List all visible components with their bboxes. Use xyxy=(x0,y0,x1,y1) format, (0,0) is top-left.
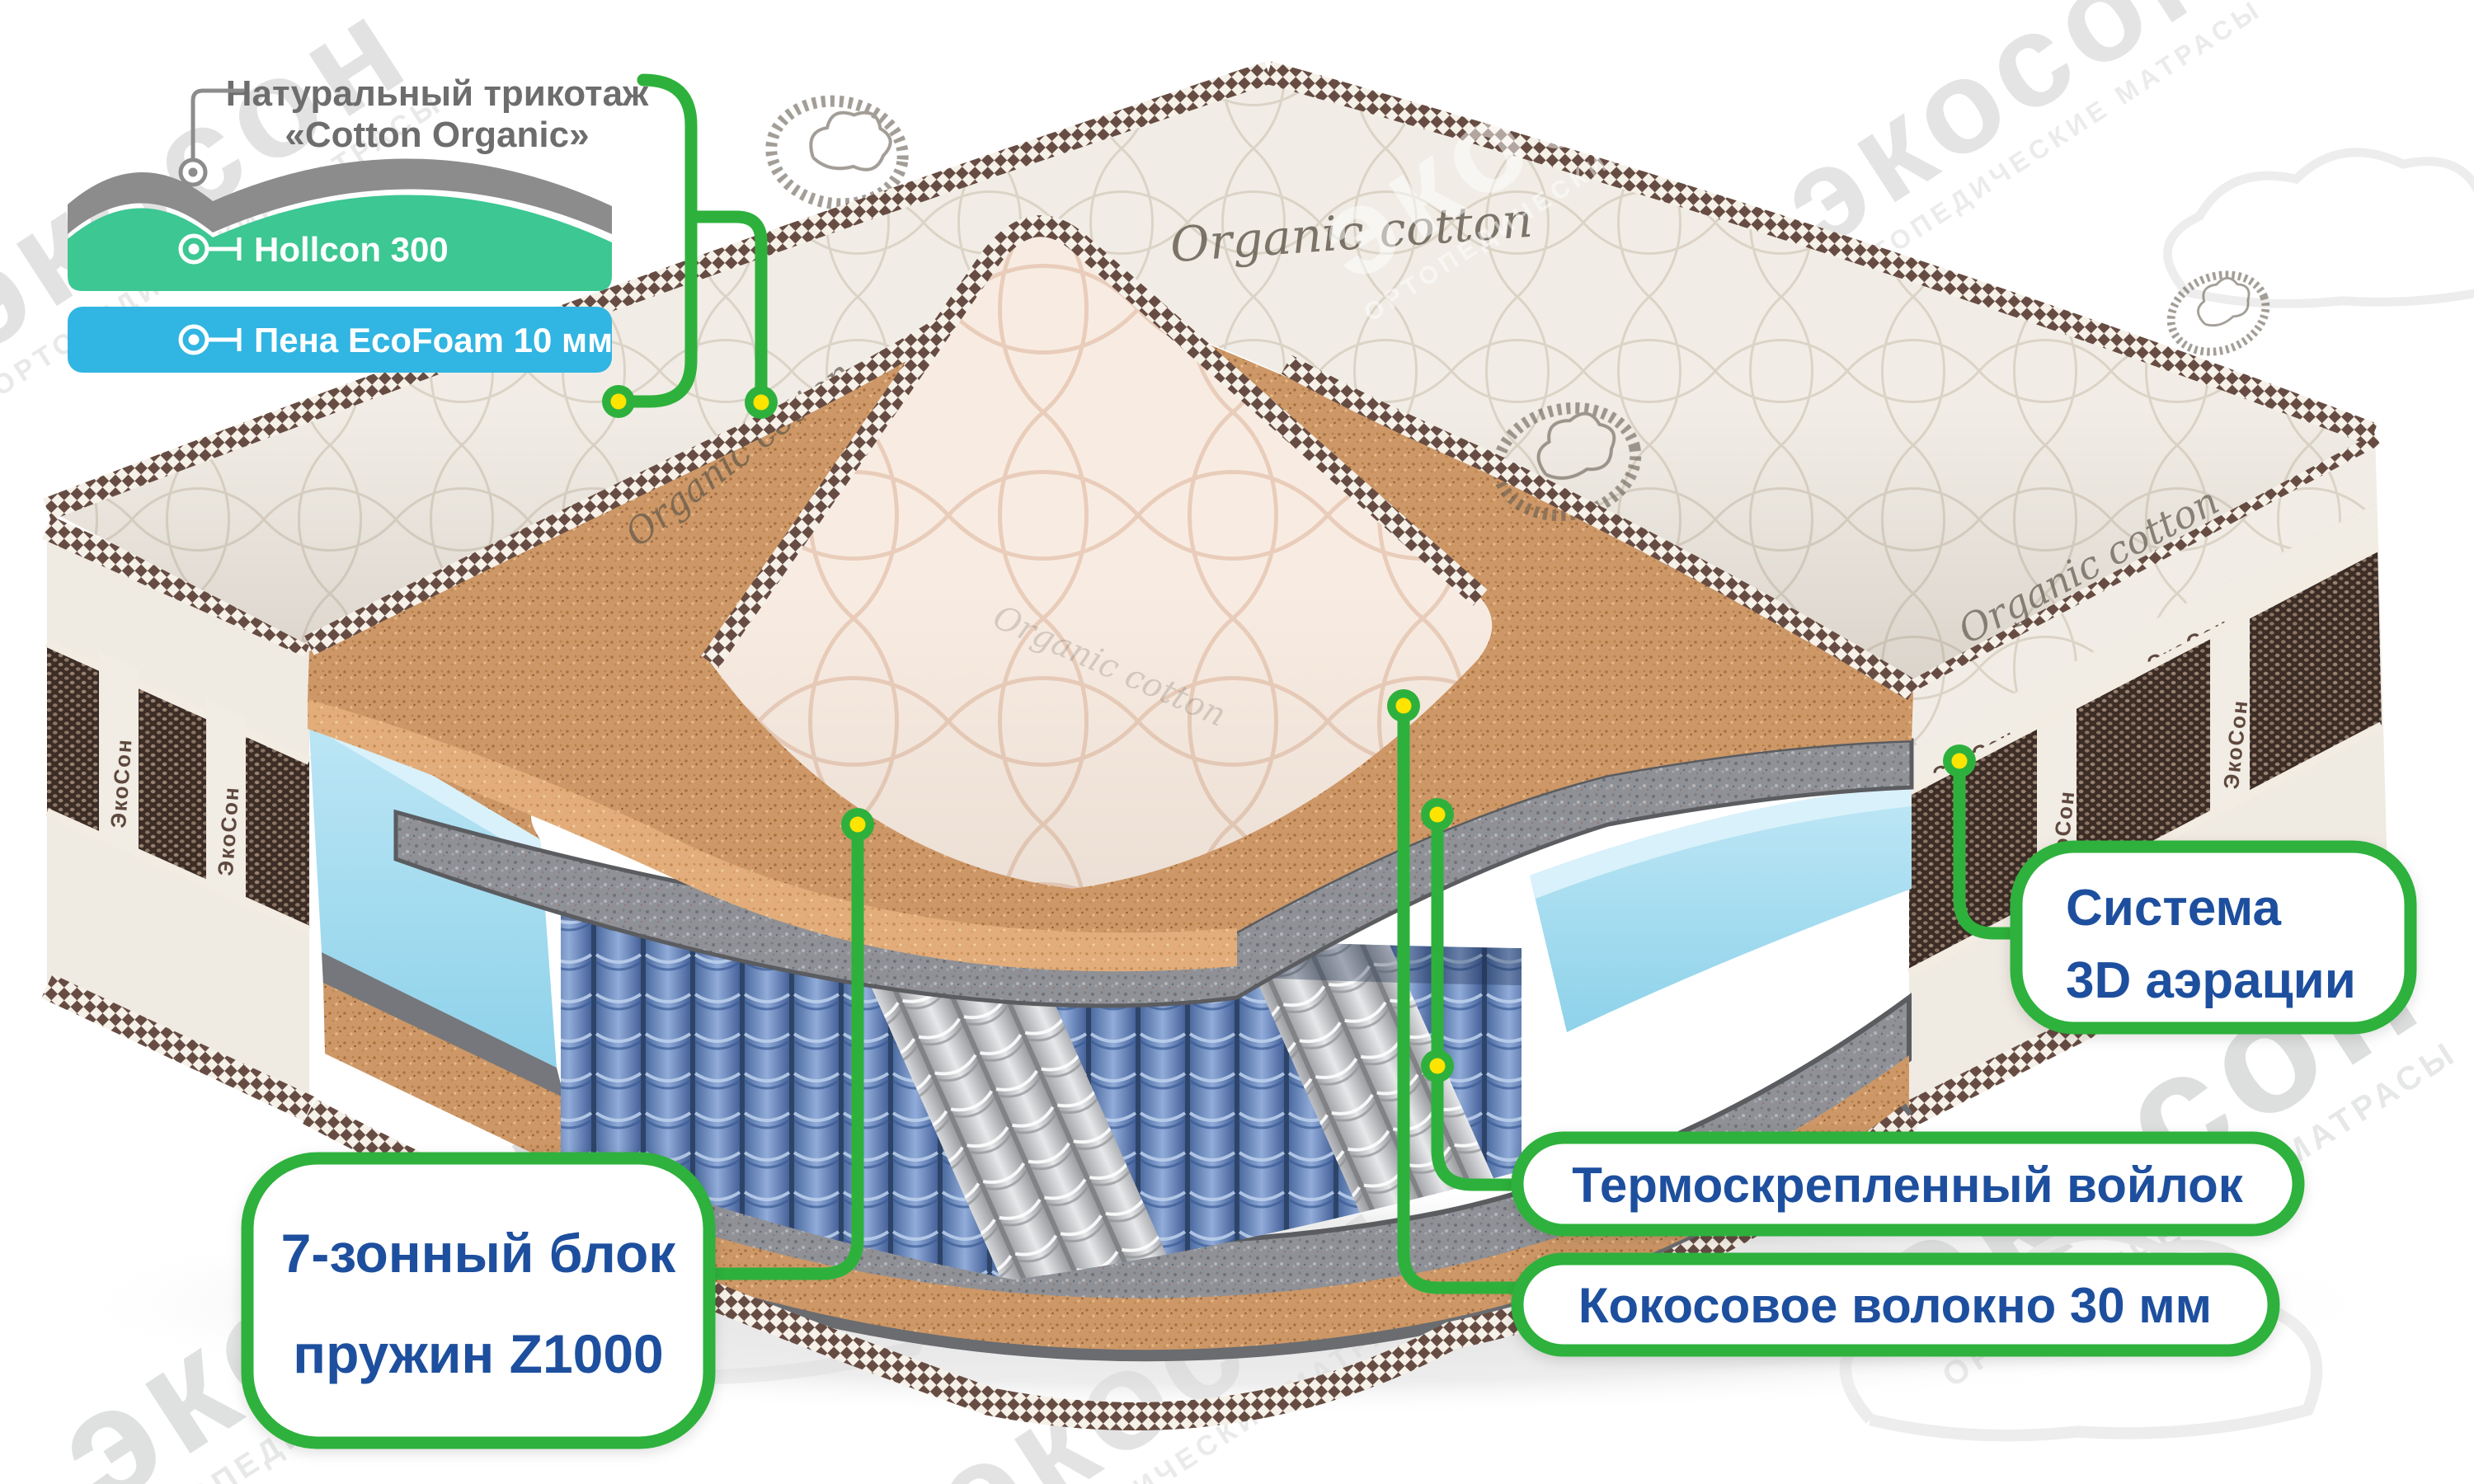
piping-top-nw xyxy=(42,61,1272,521)
callout-aeration-line2: 3D аэрации xyxy=(2066,952,2356,1009)
legend-layer-hollcon xyxy=(68,195,612,291)
connector-coconut xyxy=(1397,709,1526,1294)
piping-fold-edges xyxy=(701,215,1488,669)
pointer-dot xyxy=(745,386,778,419)
callout-coconut-label: Кокосовое волокно 30 мм xyxy=(1578,1278,2212,1333)
legend-hollcon-icon xyxy=(178,233,242,265)
callout-box-aeration xyxy=(2010,840,2417,1035)
connector-springs xyxy=(709,828,864,1280)
legend-title-line1: Натуральный трикотаж xyxy=(226,73,649,114)
legend-knit-marker-dot xyxy=(188,167,198,177)
pointer-dot xyxy=(1421,798,1454,831)
brand-tape-left: ЭкоСон ЭкоСон xyxy=(99,651,246,905)
callout-box-springs xyxy=(241,1152,716,1449)
legend-ecofoam-label: Пена EcoFoam 10 мм xyxy=(254,321,613,359)
cover-legend: Натуральный трикотаж «Cotton Organic» Ho… xyxy=(68,73,649,373)
callout-springs-line2: пружин Z1000 xyxy=(293,1323,664,1384)
connector-felt xyxy=(1431,818,1526,1191)
coconut-front-edge xyxy=(308,699,1237,972)
pointer-dot xyxy=(602,385,635,418)
callout-connectors xyxy=(627,73,2025,1294)
piping-left-bottom xyxy=(41,974,315,1121)
peeled-cover-fold: Organic cotton xyxy=(701,215,1493,889)
connector-dots xyxy=(602,385,1976,1082)
piping-cut-edge-left xyxy=(304,314,954,655)
piping-left-top xyxy=(41,516,315,657)
pointer-dot xyxy=(841,808,874,841)
legend-knit-connector xyxy=(190,88,244,162)
mattress-left-side-panel: ЭкоСон ЭкоСон xyxy=(41,516,315,1121)
callout-boxes xyxy=(241,840,2417,1449)
connector-aeration xyxy=(1953,766,2025,940)
legend-knit-wave xyxy=(68,158,612,234)
connector-legend-branch xyxy=(684,210,768,396)
pointer-dot xyxy=(1387,689,1420,722)
legend-ecofoam-icon xyxy=(178,324,242,355)
callout-box-coconut xyxy=(1511,1252,2280,1357)
callout-aeration-line1: Система xyxy=(2066,880,2281,937)
piping-top-ne xyxy=(1265,61,2378,446)
brand-tape-right-horizontal xyxy=(1909,505,2378,791)
callout-box-felt xyxy=(1511,1131,2305,1237)
layer-side-foam-left xyxy=(308,701,557,1068)
callout-labels: 7-зонный блок пружин Z1000 Термоскреплен… xyxy=(281,880,2356,1384)
spring-zone-white xyxy=(1118,884,1522,1280)
connector-legend-bracket xyxy=(627,73,698,408)
legend-hollcon-label: Hollcon 300 xyxy=(254,230,449,269)
piping-cut-edge-right xyxy=(1281,355,1919,701)
legend-layer-ecofoam xyxy=(68,307,612,373)
layer-coconut-left-edge xyxy=(323,983,569,1171)
pointer-dot xyxy=(1421,1050,1454,1082)
callout-felt-label: Термоскрепленный войлок xyxy=(1572,1158,2244,1213)
layer-side-foam-right xyxy=(1530,785,1912,1032)
pointer-dot xyxy=(1943,744,1976,777)
legend-title-line2: «Cotton Organic» xyxy=(285,115,589,155)
piping-right-top xyxy=(1903,424,2381,692)
callout-springs-line1: 7-зонный блок xyxy=(281,1223,677,1284)
